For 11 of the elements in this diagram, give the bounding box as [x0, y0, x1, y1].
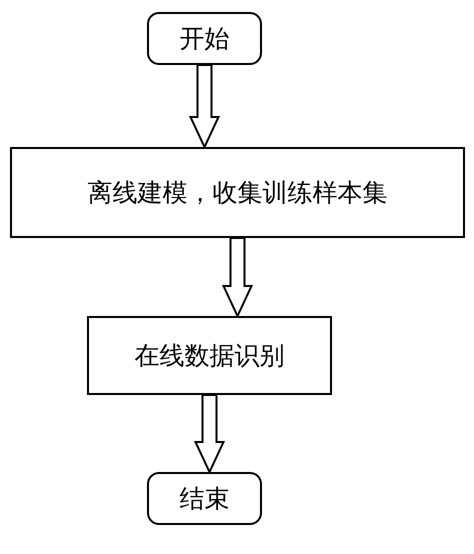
node-text: 在线数据识别 — [134, 340, 284, 372]
terminal-box — [147, 472, 262, 525]
node-text: 开始 — [180, 23, 230, 55]
terminal-box — [147, 12, 262, 65]
hollow-arrow — [194, 394, 226, 474]
hollow-arrow — [188, 64, 220, 150]
node-text: 离线建模，收集训练样本集 — [88, 177, 388, 209]
process-box — [10, 147, 465, 238]
node-text: 结束 — [180, 483, 230, 515]
hollow-arrow — [222, 237, 254, 318]
process-box — [87, 316, 332, 395]
